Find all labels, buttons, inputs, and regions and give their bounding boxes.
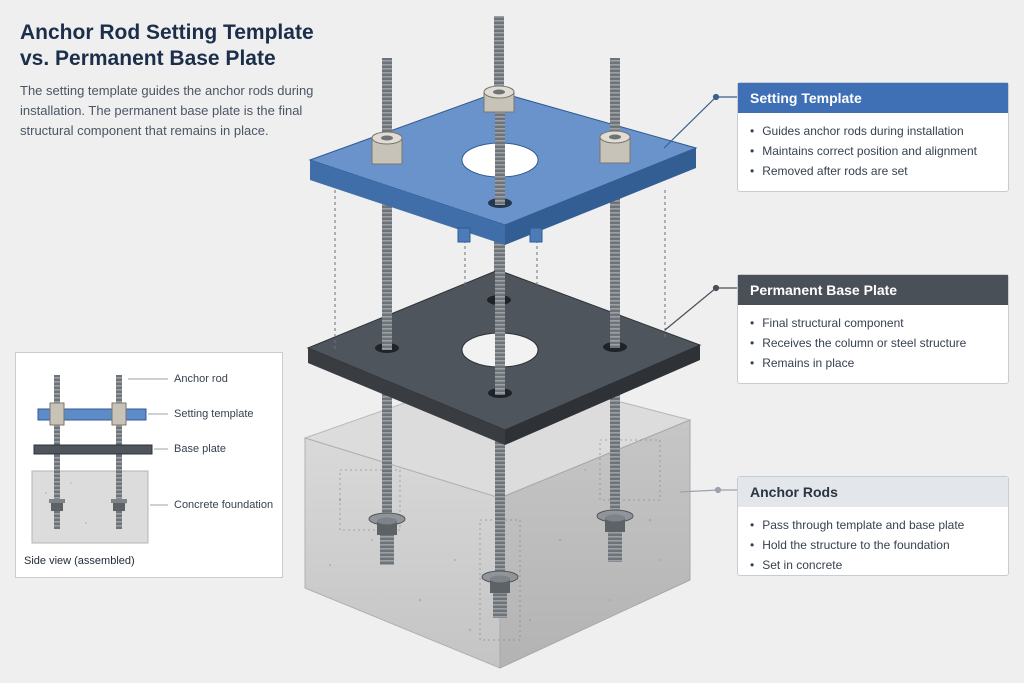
template-tab-left: [457, 227, 471, 243]
callout-leaders: [663, 93, 737, 494]
callout-permanent-base-plate: Permanent Base Plate Final structural co…: [737, 274, 1009, 384]
rod-back-upper: [494, 16, 504, 98]
rod-left-upper: [382, 58, 392, 158]
title-line-2: vs. Permanent Base Plate: [20, 47, 276, 70]
list-item: Set in concrete: [750, 555, 996, 575]
inset-setting-template: [37, 408, 147, 421]
list-item: Pass through template and base plate: [750, 515, 996, 535]
template-sleeves: [371, 85, 631, 165]
callout-anchor-rods: Anchor Rods Pass through template and ba…: [737, 476, 1009, 576]
list-item: Removed after rods are set: [750, 161, 996, 181]
inset-base-plate: [33, 444, 153, 455]
foundation-nuts: [368, 509, 634, 618]
rod-front-lower: [495, 430, 505, 615]
label-concrete-foundation: Concrete foundation: [174, 499, 274, 511]
list-item: Receives the column or steel structure: [750, 333, 996, 353]
nut-front: [481, 570, 519, 618]
callout-permanent-base-plate-title: Permanent Base Plate: [738, 275, 1008, 305]
sleeve-back: [483, 85, 515, 113]
alignment-guides: [334, 190, 666, 350]
rod-right-upper: [610, 58, 620, 156]
rod-left-lower: [382, 388, 392, 548]
list-item: Final structural component: [750, 313, 996, 333]
label-base-plate: Base plate: [174, 443, 226, 455]
label-anchor-rod: Anchor rod: [174, 373, 228, 385]
list-item: Guides anchor rods during installation: [750, 121, 996, 141]
rod-right-lower: [610, 385, 620, 545]
list-item: Maintains correct position and alignment: [750, 141, 996, 161]
title-line-1: Anchor Rod Setting Template: [20, 21, 314, 44]
base-plate-side-edge: [505, 345, 700, 445]
callout-anchor-rods-list: Pass through template and base plate Hol…: [738, 507, 1008, 581]
sleeve-left: [371, 131, 403, 165]
callout-anchor-rods-title: Anchor Rods: [738, 477, 1008, 507]
base-plate-front-edge: [308, 348, 505, 445]
callout-permanent-base-plate-list: Final structural component Receives the …: [738, 305, 1008, 379]
nut-right: [596, 509, 634, 562]
list-item: Hold the structure to the foundation: [750, 535, 996, 555]
page-title: Anchor Rod Setting Template vs. Permanen…: [20, 20, 340, 72]
list-item: Remains in place: [750, 353, 996, 373]
template-side-edge: [505, 148, 696, 245]
side-view-caption: Side view (assembled): [24, 555, 135, 567]
inset-concrete: [31, 470, 149, 544]
rod-front-upper: [495, 105, 505, 205]
callout-setting-template-list: Guides anchor rods during installation M…: [738, 113, 1008, 187]
side-view-inset: Anchor rod Setting template Base plate C…: [15, 352, 283, 578]
callout-setting-template-title: Setting Template: [738, 83, 1008, 113]
label-setting-template: Setting template: [174, 408, 254, 420]
template-tab-right: [529, 227, 543, 243]
side-view-drawing: [31, 375, 168, 544]
sleeve-right: [599, 130, 631, 164]
nut-left: [368, 512, 406, 565]
template-front-edge: [310, 160, 505, 245]
callout-setting-template: Setting Template Guides anchor rods duri…: [737, 82, 1009, 192]
anchor-rods-mid: [382, 198, 620, 395]
anchor-rods-upper: [382, 16, 620, 205]
description: The setting template guides the anchor r…: [20, 83, 314, 138]
